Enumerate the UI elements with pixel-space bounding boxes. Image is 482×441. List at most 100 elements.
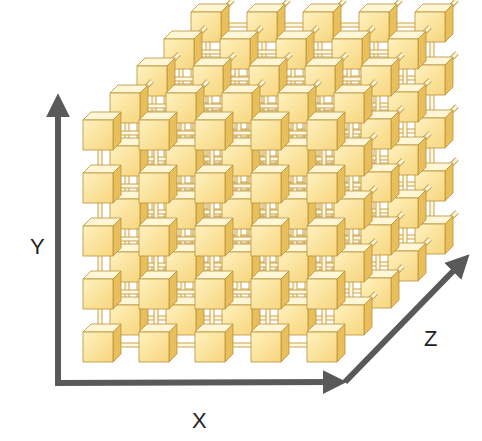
cube-side xyxy=(113,324,121,362)
connector-rod xyxy=(233,131,251,136)
connector-rod xyxy=(404,228,407,243)
connector-rod xyxy=(233,291,251,294)
connector-rod xyxy=(99,150,102,165)
connector-rod xyxy=(155,150,158,165)
cube-front xyxy=(139,120,169,150)
cube-front xyxy=(139,226,169,256)
cube-side xyxy=(391,58,399,96)
connector-rod xyxy=(430,148,435,163)
cube-side xyxy=(113,271,121,309)
connector-rod xyxy=(430,42,435,57)
cube-front xyxy=(139,332,169,362)
connector-rod xyxy=(289,290,307,295)
cube-side xyxy=(391,111,399,149)
connector-rod xyxy=(404,175,407,190)
cube-side xyxy=(281,324,289,362)
cube-front xyxy=(251,120,281,150)
z-axis-arrow xyxy=(345,262,462,382)
connector-rod xyxy=(289,184,307,189)
connector-rod xyxy=(177,343,195,348)
connector-rod xyxy=(260,104,278,109)
connector-rod xyxy=(154,150,159,165)
cube-front xyxy=(195,332,225,362)
connector-rod xyxy=(431,95,434,110)
connector-rod xyxy=(267,309,270,324)
cube xyxy=(139,324,177,362)
cube-side xyxy=(225,165,233,203)
cube xyxy=(307,165,345,203)
cube-side xyxy=(418,31,426,69)
cube-front xyxy=(195,279,225,309)
connector-rod xyxy=(204,105,222,108)
connector-rod xyxy=(233,343,251,348)
connector-rod xyxy=(403,69,408,84)
connector-rod xyxy=(266,309,271,324)
connector-rod xyxy=(177,184,195,189)
y-axis-arrow xyxy=(55,104,61,385)
connector-rod xyxy=(285,23,303,28)
cube-side xyxy=(281,112,289,150)
cube xyxy=(307,218,345,256)
connector-rod xyxy=(289,185,307,188)
cube xyxy=(139,218,177,256)
connector-rod xyxy=(322,256,327,271)
connector-rod xyxy=(233,344,251,347)
connector-rod xyxy=(99,309,102,324)
axis-label: X xyxy=(192,410,207,432)
cube-front xyxy=(139,173,169,203)
cube-side xyxy=(281,218,289,256)
connector-rod xyxy=(323,256,326,271)
connector-rod xyxy=(99,203,102,218)
connector-rod xyxy=(177,238,195,241)
connector-rod xyxy=(266,203,271,218)
connector-rod xyxy=(155,256,158,271)
cube-side xyxy=(225,218,233,256)
cube-side xyxy=(169,271,177,309)
connector-rod xyxy=(403,175,408,190)
connector-rod xyxy=(148,105,166,108)
connector-rod xyxy=(177,185,195,188)
connector-rod xyxy=(154,256,159,271)
connector-rod xyxy=(121,291,139,294)
cube-side xyxy=(445,57,453,95)
connector-rod xyxy=(211,309,214,324)
connector-rod xyxy=(316,104,334,109)
connector-rod xyxy=(121,290,139,295)
connector-rod xyxy=(210,256,215,271)
connector-rod xyxy=(376,96,381,111)
cube-front xyxy=(83,120,113,150)
connector-rod xyxy=(98,309,103,324)
connector-rod xyxy=(154,309,159,324)
connector-rod xyxy=(210,203,215,218)
cube-side xyxy=(364,85,372,123)
cube xyxy=(251,112,289,150)
cube xyxy=(251,165,289,203)
connector-rod xyxy=(233,237,251,242)
connector-rod xyxy=(177,237,195,242)
cube xyxy=(83,324,121,362)
connector-rod xyxy=(289,132,307,135)
connector-rod xyxy=(377,202,380,217)
connector-rod xyxy=(233,132,251,135)
connector-rod xyxy=(260,105,278,108)
connector-rod xyxy=(403,122,408,137)
connector-rod xyxy=(202,51,220,54)
connector-rod xyxy=(431,201,434,216)
connector-rod xyxy=(211,150,214,165)
connector-rod xyxy=(121,184,139,189)
cube-side xyxy=(445,4,453,42)
connector-rod xyxy=(233,238,251,241)
connector-rod xyxy=(314,50,332,55)
cube xyxy=(83,165,121,203)
connector-rod xyxy=(341,24,359,27)
cube-side xyxy=(337,271,345,309)
cube-side xyxy=(391,217,399,255)
connector-rod xyxy=(121,132,139,135)
connector-rod xyxy=(397,23,415,28)
connector-rod xyxy=(377,255,380,270)
connector-rod xyxy=(233,185,251,188)
cube-front xyxy=(83,332,113,362)
cube-side xyxy=(364,138,372,176)
cube xyxy=(307,112,345,150)
